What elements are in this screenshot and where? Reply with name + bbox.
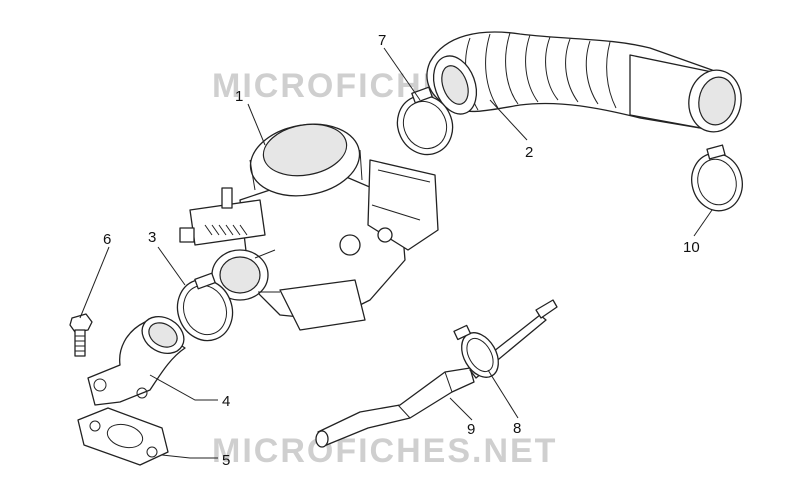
carburetor [179,123,439,331]
hose-clamp-10 [691,144,743,212]
intake-duct [426,31,742,133]
callout-10: 10 [683,239,700,256]
bolt [69,313,93,357]
callout-5: 5 [222,452,230,469]
callout-1: 1 [235,88,243,105]
leader-lines [79,47,713,459]
callout-3: 3 [148,229,156,246]
hose-clamp-3 [176,272,234,342]
callout-8: 8 [513,420,521,437]
callout-6: 6 [103,231,111,248]
hose-clamp-7 [396,86,454,156]
watermark-bottom: MICROFICHES.NET [212,432,557,470]
gasket [77,407,169,466]
callout-9: 9 [467,421,475,438]
callout-7: 7 [378,32,386,49]
callout-4: 4 [222,393,230,410]
intake-manifold [87,315,186,406]
callout-2: 2 [525,144,533,161]
callouts: 1 2 3 4 5 6 7 8 9 10 [103,32,700,469]
